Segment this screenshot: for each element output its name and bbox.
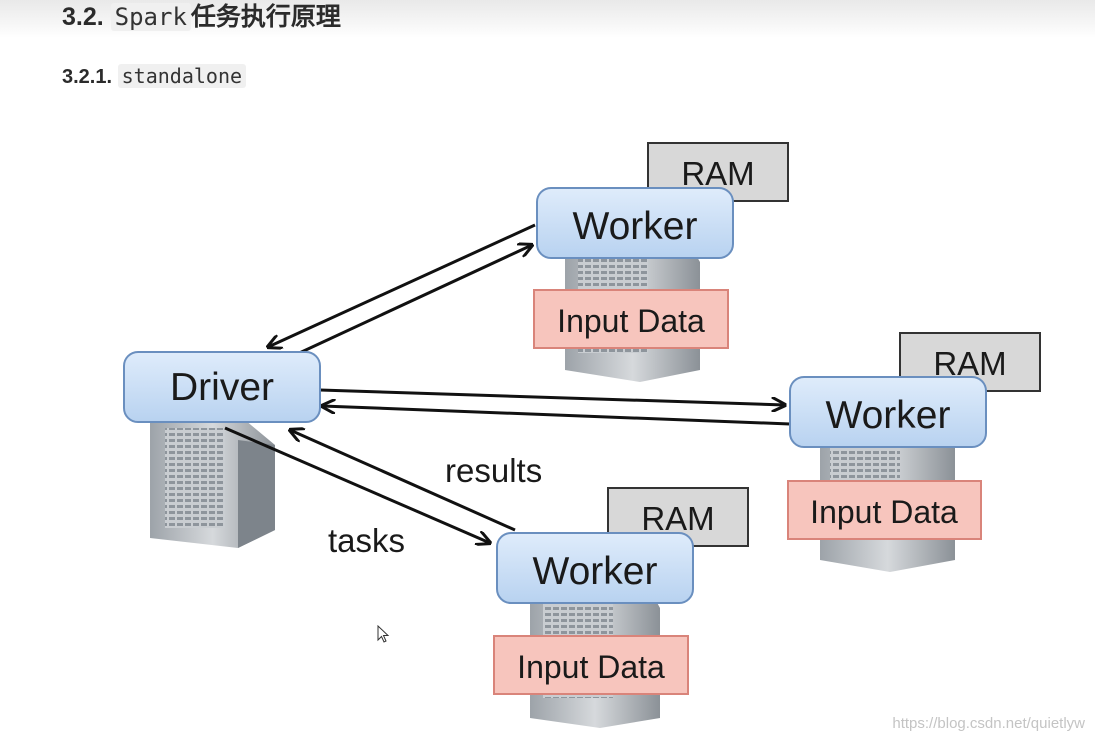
worker-node-3: RAM Worker Input Data bbox=[493, 487, 749, 695]
input-data-label: Input Data bbox=[557, 303, 705, 339]
arrow-worker2-to-driver bbox=[322, 406, 791, 426]
subheading-number: 3.2.1. bbox=[62, 66, 113, 88]
input-data-label: Input Data bbox=[810, 494, 958, 530]
results-label: results bbox=[445, 452, 542, 489]
worker-label: Worker bbox=[826, 394, 951, 437]
worker-node-1: RAM Worker Input Data bbox=[533, 142, 789, 349]
input-data-box bbox=[533, 289, 729, 349]
driver-node: Driver bbox=[123, 351, 321, 423]
arrow-driver-to-worker1 bbox=[294, 245, 532, 357]
worker-node-2: RAM Worker Input Data bbox=[787, 332, 1041, 540]
connection-arrows bbox=[224, 223, 791, 543]
subheading-code-standalone: standalone bbox=[117, 64, 247, 88]
heading-code-spark: Spark bbox=[110, 3, 191, 31]
arrow-driver-to-worker2 bbox=[319, 388, 785, 405]
watermark: https://blog.csdn.net/quietlyw bbox=[892, 715, 1085, 732]
input-data-box bbox=[787, 480, 982, 540]
input-data-label: Input Data bbox=[517, 649, 665, 685]
ram-label: RAM bbox=[641, 500, 714, 537]
worker-label: Worker bbox=[573, 205, 698, 248]
input-data-box bbox=[493, 635, 689, 695]
ram-label: RAM bbox=[933, 345, 1006, 382]
arrow-worker1-to-driver bbox=[268, 223, 536, 347]
driver-server-icon bbox=[150, 420, 275, 548]
arrow-driver-to-worker3 bbox=[224, 426, 490, 543]
mouse-cursor-icon bbox=[377, 625, 390, 643]
section-heading-3-2-1: 3.2.1. standalone bbox=[62, 60, 247, 93]
heading-text: 任务执行原理 bbox=[190, 3, 341, 31]
worker-label: Worker bbox=[533, 550, 658, 593]
ram-label: RAM bbox=[681, 155, 754, 192]
tasks-label: tasks bbox=[328, 522, 405, 559]
arrow-worker3-to-driver bbox=[290, 430, 516, 532]
driver-label: Driver bbox=[170, 366, 274, 409]
heading-number: 3.2. bbox=[62, 3, 104, 31]
